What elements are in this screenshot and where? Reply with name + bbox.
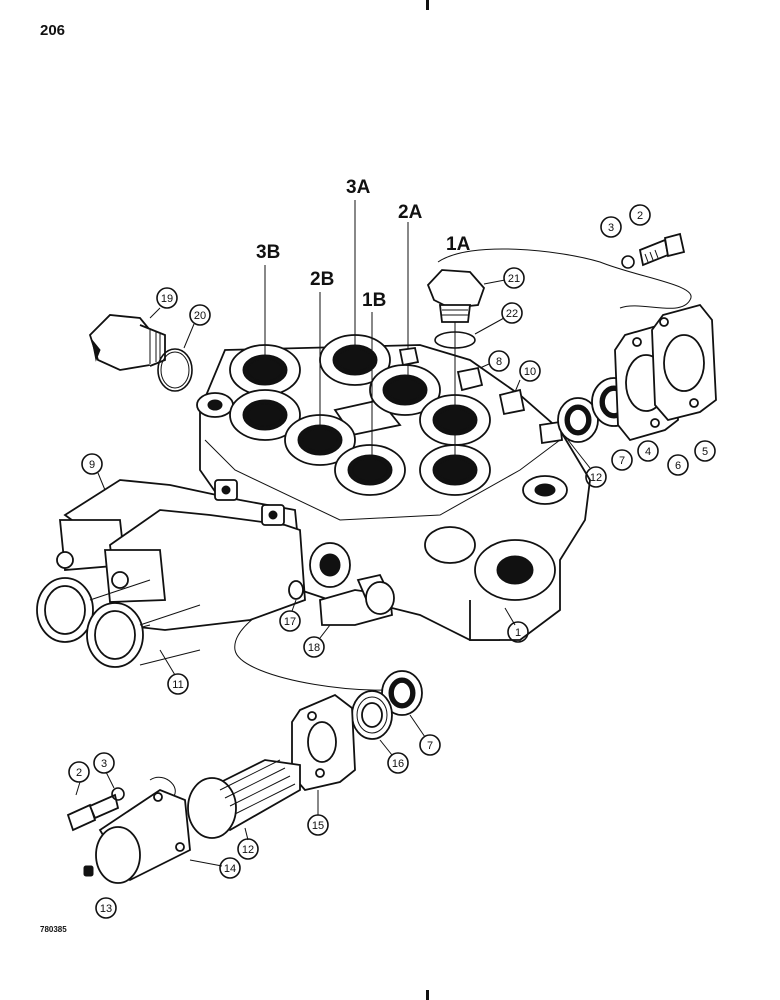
plate-15 [291,693,356,791]
washer-17 [288,580,304,600]
port-1b [334,444,406,496]
wiper-7-lower [381,670,423,716]
seal-16 [351,690,393,740]
callout-2-upper: 2 [629,204,651,226]
svg-text:6: 6 [675,460,681,472]
callout-10: 10 [514,360,541,393]
svg-text:16: 16 [392,758,404,770]
svg-text:21: 21 [508,273,520,285]
callout-11: 11 [159,649,189,695]
svg-text:2: 2 [637,210,643,222]
svg-text:3: 3 [101,758,107,770]
callout-2-lower: 2 [68,761,90,796]
svg-text:10: 10 [524,366,536,378]
callout-7-upper: 7 [611,449,633,471]
spring-12-lower [187,759,301,839]
callout-3-lower: 3 [93,752,115,789]
cap-14 [95,788,191,884]
callout-6: 6 [667,454,689,476]
callout-17: 17 [279,599,301,632]
svg-text:22: 22 [506,308,518,320]
port-label-3b: 3B [256,242,280,263]
callout-9: 9 [81,453,106,491]
coil-end-right [86,602,201,668]
washer-3-upper [621,255,635,269]
svg-text:12: 12 [590,472,602,484]
coil-end-left [36,577,151,643]
svg-text:9: 9 [89,459,95,471]
callout-22: 22 [474,302,523,335]
callout-12-lower: 12 [237,827,259,860]
svg-text:19: 19 [161,293,173,305]
fitting-10 [498,388,563,445]
svg-text:14: 14 [224,863,236,875]
leader-loop-upper [437,248,692,309]
callout-13: 13 [95,897,117,919]
svg-text:15: 15 [312,820,324,832]
fitting-8 [398,346,484,392]
svg-text:1: 1 [515,627,521,639]
callout-5: 5 [694,440,716,462]
svg-text:11: 11 [172,679,183,691]
callout-14: 14 [189,857,241,879]
svg-text:8: 8 [496,356,502,368]
seal-12-upper [557,397,599,443]
plug-21 [426,269,486,323]
callout-19: 19 [149,287,178,319]
spool-18 [319,573,395,626]
svg-text:2: 2 [76,767,82,779]
washer-3-lower [111,787,125,801]
callout-1: 1 [504,607,529,643]
solenoid-fasteners [214,479,285,526]
svg-text:18: 18 [308,642,320,654]
figure-code: 780385 [40,925,67,934]
svg-text:5: 5 [702,446,708,458]
svg-text:7: 7 [427,740,433,752]
callout-7-lower: 7 [409,714,441,756]
callout-16: 16 [379,739,409,774]
svg-text:17: 17 [284,616,296,628]
plug-19 [88,314,166,371]
svg-text:12: 12 [242,844,254,856]
port-label-3a: 3A [346,177,371,198]
setscrew-13 [83,865,94,877]
callout-15: 15 [307,790,329,836]
page-number: 206 [40,22,66,39]
o-ring-20 [157,348,193,392]
svg-text:20: 20 [194,310,206,322]
svg-text:3: 3 [608,222,614,234]
svg-text:13: 13 [100,903,112,915]
callout-18: 18 [303,624,331,658]
callout-8: 8 [479,350,510,372]
port-label-2a: 2A [398,202,423,223]
svg-text:7: 7 [619,455,625,467]
port-label-1a: 1A [446,234,471,255]
callout-20: 20 [183,304,211,349]
port-label-1b: 1B [362,290,386,311]
registration-mark-top [426,0,429,10]
bolt-2-upper [638,232,686,267]
o-ring-22 [434,331,476,349]
callout-12-upper: 12 [567,439,607,488]
callout-3-upper: 3 [600,216,622,238]
callout-21: 21 [483,267,525,289]
port-2a [369,364,441,416]
plate-5 [651,303,717,422]
port-label-2b: 2B [310,269,334,290]
svg-text:4: 4 [645,446,651,458]
bolt-2-lower [66,793,120,832]
callout-4: 4 [637,440,659,462]
port-left-mid [229,389,301,441]
registration-mark-bottom [426,990,429,1000]
